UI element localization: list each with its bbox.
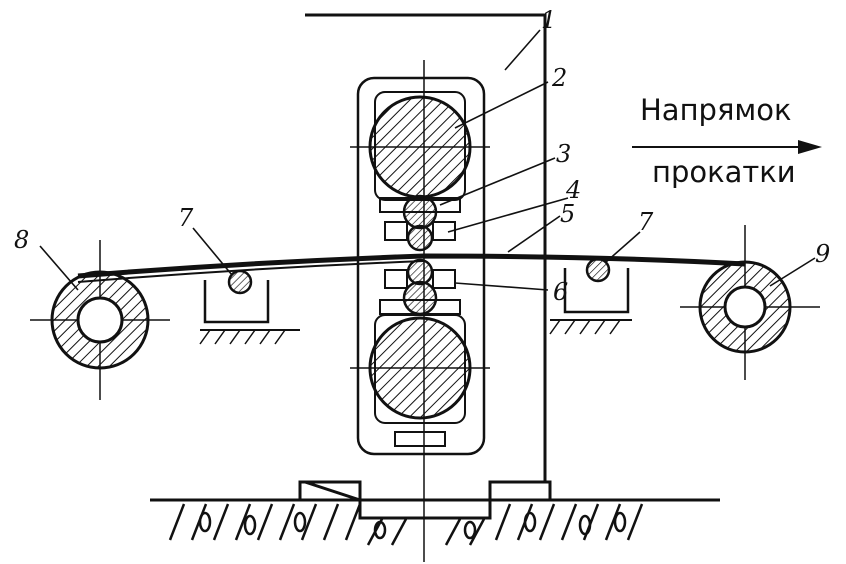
label-2: 2 [551,64,567,92]
label-9: 9 [815,240,830,268]
coiler-right [698,260,792,354]
stand-housing [304,13,547,503]
backup-roll-bottom [368,314,472,447]
guide-roller-left [199,269,300,345]
caption-line-1: Напрямок [640,93,792,127]
caption-line-2: прокатки [652,155,796,189]
roll-cluster [379,194,461,316]
guide-roller-right [549,257,632,335]
rolling-direction-arrow [632,140,822,154]
foundation [150,480,720,546]
label-3: 3 [556,140,571,168]
label-4: 4 [565,176,581,204]
backup-roll-top [368,91,472,201]
label-5: 5 [560,200,575,228]
leader-lines [39,29,816,291]
label-8: 8 [14,226,29,254]
label-6: 6 [553,278,568,306]
coiler-left [50,270,150,370]
label-1: 1 [541,6,556,34]
label-7-left: 7 [178,204,194,232]
label-7-right: 7 [638,208,654,236]
